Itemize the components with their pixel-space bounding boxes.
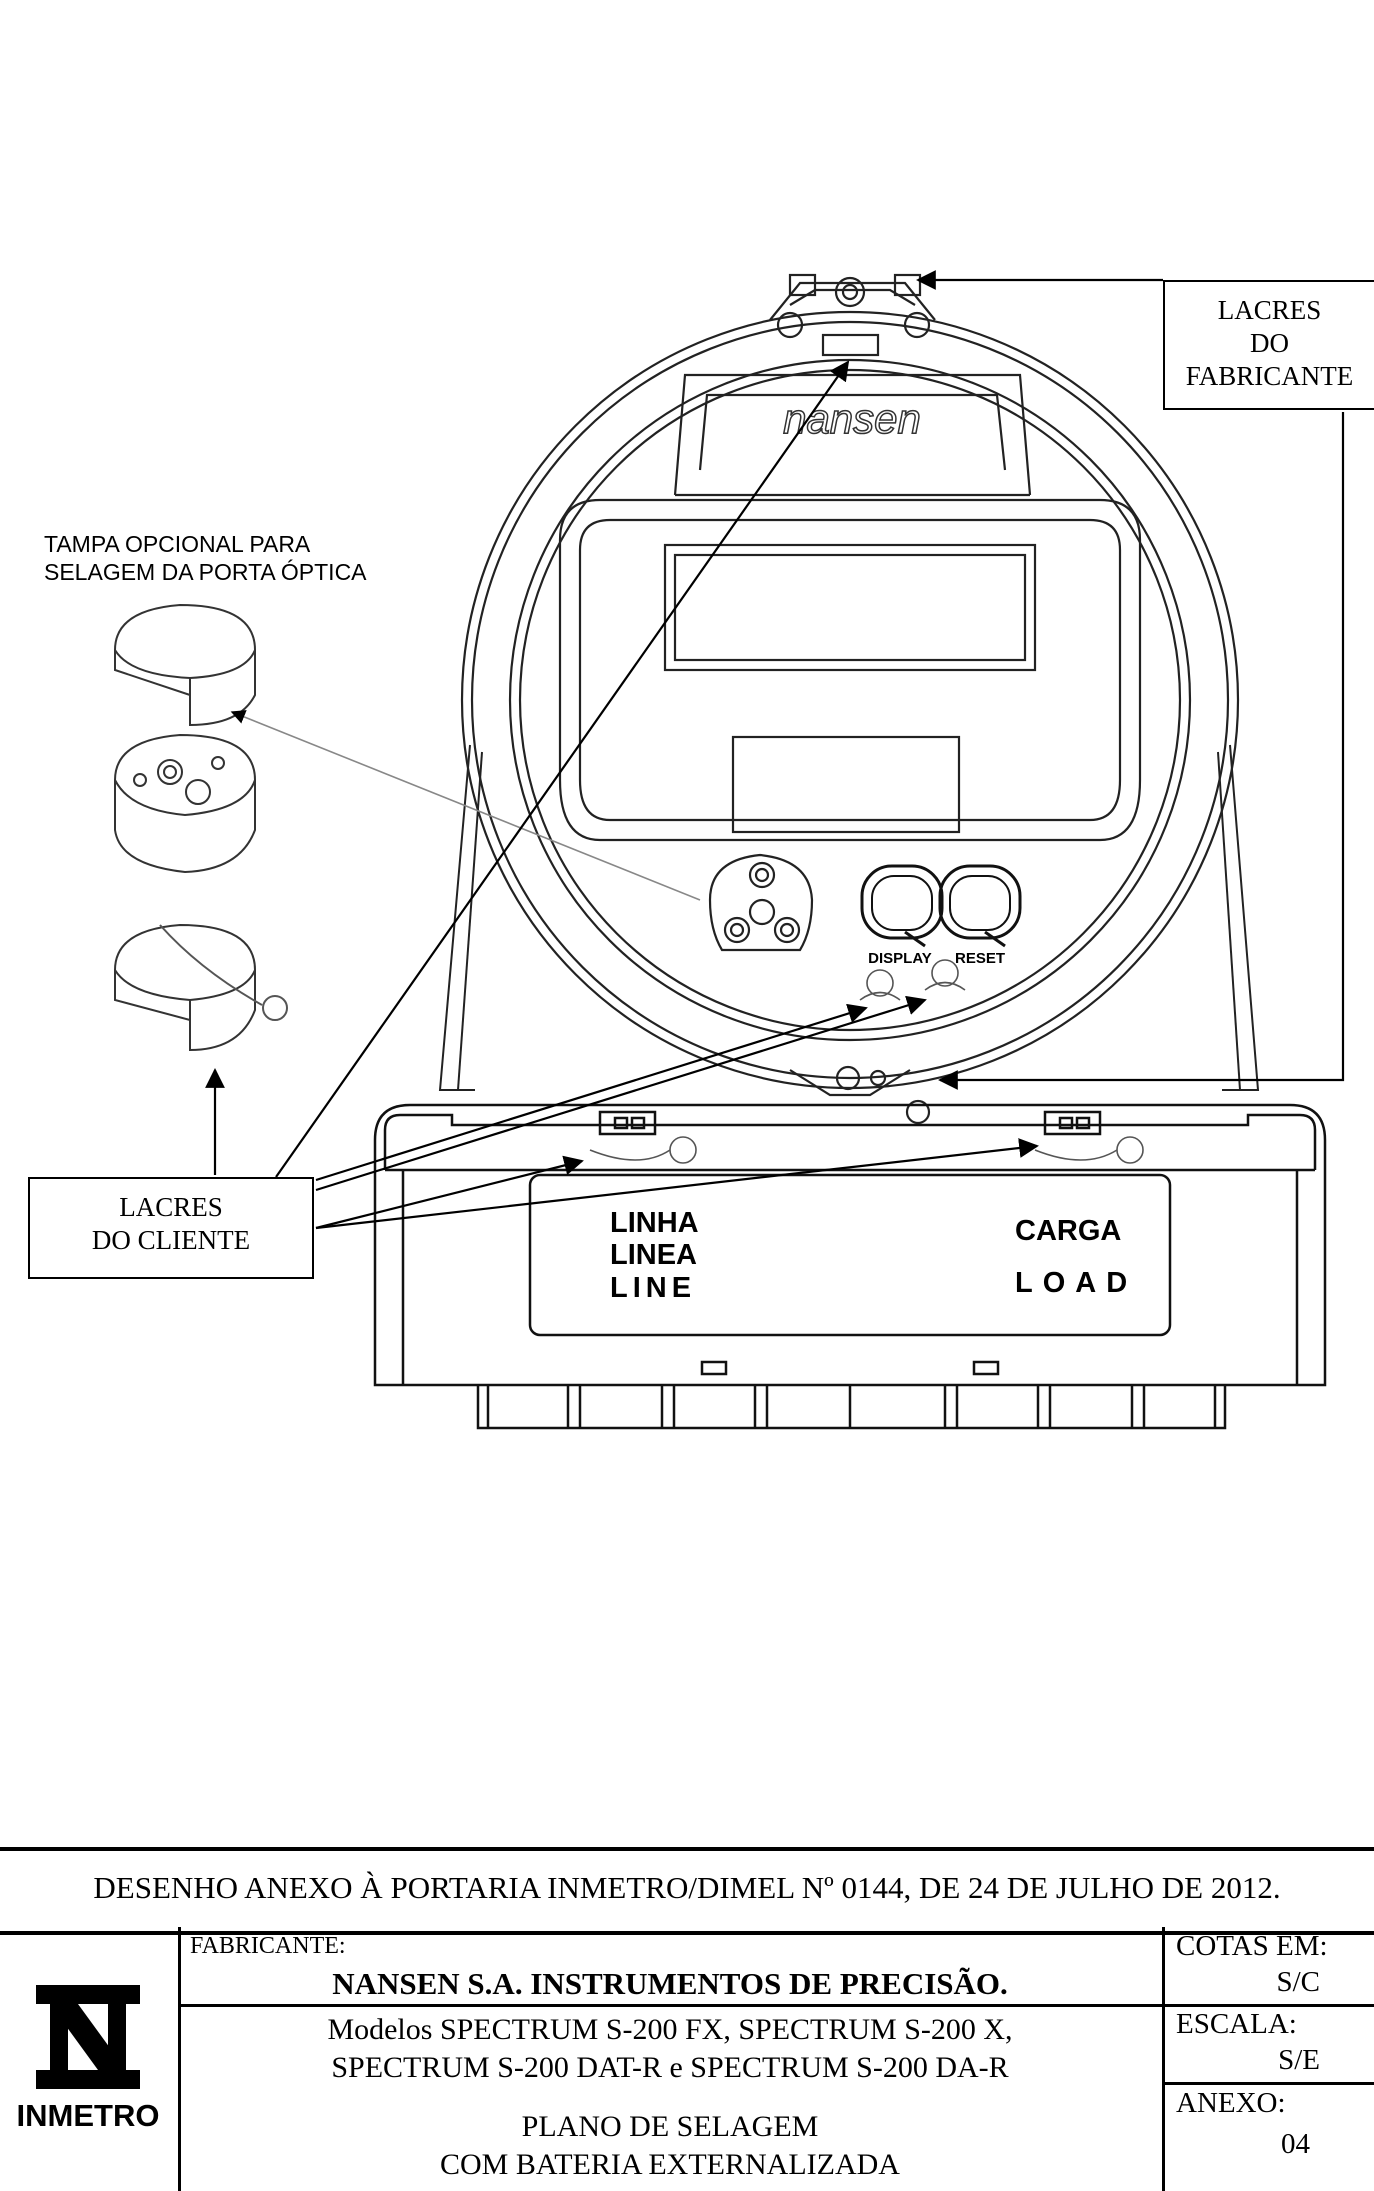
- inmetro-logo-text: INMETRO: [16, 2098, 160, 2133]
- tampa-opcional-line2: SELAGEM DA PORTA ÓPTICA: [44, 559, 367, 585]
- lacres-fabricante-box: LACRES DO FABRICANTE: [1163, 280, 1374, 410]
- reset-button: [938, 864, 1022, 948]
- plano-text: PLANO DE SELAGEM COM BATERIA EXTERNALIZA…: [180, 2108, 1160, 2184]
- brand-plate: [673, 373, 1032, 497]
- line-label-3: LINE: [610, 1272, 696, 1304]
- escala-label: ESCALA:: [1176, 2008, 1297, 2040]
- anexo-label: ANEXO:: [1176, 2087, 1286, 2119]
- cotas-label: COTAS EM:: [1176, 1930, 1328, 1962]
- models-line1: Modelos SPECTRUM S-200 FX, SPECTRUM S-20…: [327, 2013, 1013, 2046]
- fabricante-label: FABRICANTE:: [190, 1933, 346, 1959]
- models-line2: SPECTRUM S-200 DAT-R e SPECTRUM S-200 DA…: [331, 2051, 1009, 2084]
- display-button: [860, 864, 944, 948]
- meter-supports: [438, 744, 1260, 1091]
- line-label-2: LINEA: [610, 1239, 697, 1271]
- title-block: [0, 1927, 1374, 2191]
- seal-arrows: [205, 270, 1345, 1230]
- brand-logo: nansen: [783, 395, 921, 442]
- plano-line2: COM BATERIA EXTERNALIZADA: [440, 2148, 900, 2181]
- fabricante-name: NANSEN S.A. INSTRUMENTOS DE PRECISÃO.: [332, 1966, 1008, 2001]
- terminal-block: [373, 1103, 1327, 1430]
- lacres-fabricante-line3: FABRICANTE: [1185, 361, 1354, 391]
- load-label-1: CARGA: [1015, 1215, 1121, 1247]
- lacres-cliente-line2: DO CLIENTE: [91, 1225, 251, 1255]
- escala-value: S/E: [1278, 2044, 1320, 2076]
- line-label-1: LINHA: [610, 1207, 699, 1239]
- lacres-cliente-line1: LACRES: [119, 1192, 223, 1222]
- client-seals-buttons: [859, 959, 966, 1001]
- display-window: [558, 498, 1142, 842]
- lacres-fabricante-line2: DO: [1250, 328, 1289, 358]
- tampa-opcional-line1: TAMPA OPCIONAL PARA: [44, 531, 311, 557]
- lacres-fabricante-line1: LACRES: [1217, 295, 1322, 325]
- tampa-opcional-label: TAMPA OPCIONAL PARA SELAGEM DA PORTA ÓPT…: [44, 530, 367, 586]
- optical-port-base: [114, 733, 256, 874]
- footer-header-band: [0, 1847, 1374, 1935]
- anexo-value: 04: [1281, 2128, 1310, 2160]
- meter-drawing: nansen DISPLAY RESET: [114, 270, 1345, 1430]
- optional-cap-top: [114, 603, 256, 727]
- optional-cap-sealed: [114, 923, 288, 1052]
- plano-line1: PLANO DE SELAGEM: [521, 2110, 819, 2143]
- reset-button-label: RESET: [955, 950, 1005, 967]
- display-button-label: DISPLAY: [868, 950, 932, 967]
- cotas-value: S/C: [1276, 1966, 1320, 1998]
- load-label-2: LOAD: [1015, 1267, 1137, 1299]
- meter-cover: [460, 273, 1240, 1125]
- inmetro-logo: [36, 1985, 140, 2089]
- models-text: Modelos SPECTRUM S-200 FX, SPECTRUM S-20…: [180, 2011, 1160, 2087]
- optical-port: [708, 853, 814, 952]
- lacres-cliente-box: LACRES DO CLIENTE: [28, 1177, 314, 1279]
- portaria-text: DESENHO ANEXO À PORTARIA INMETRO/DIMEL N…: [93, 1870, 1281, 1905]
